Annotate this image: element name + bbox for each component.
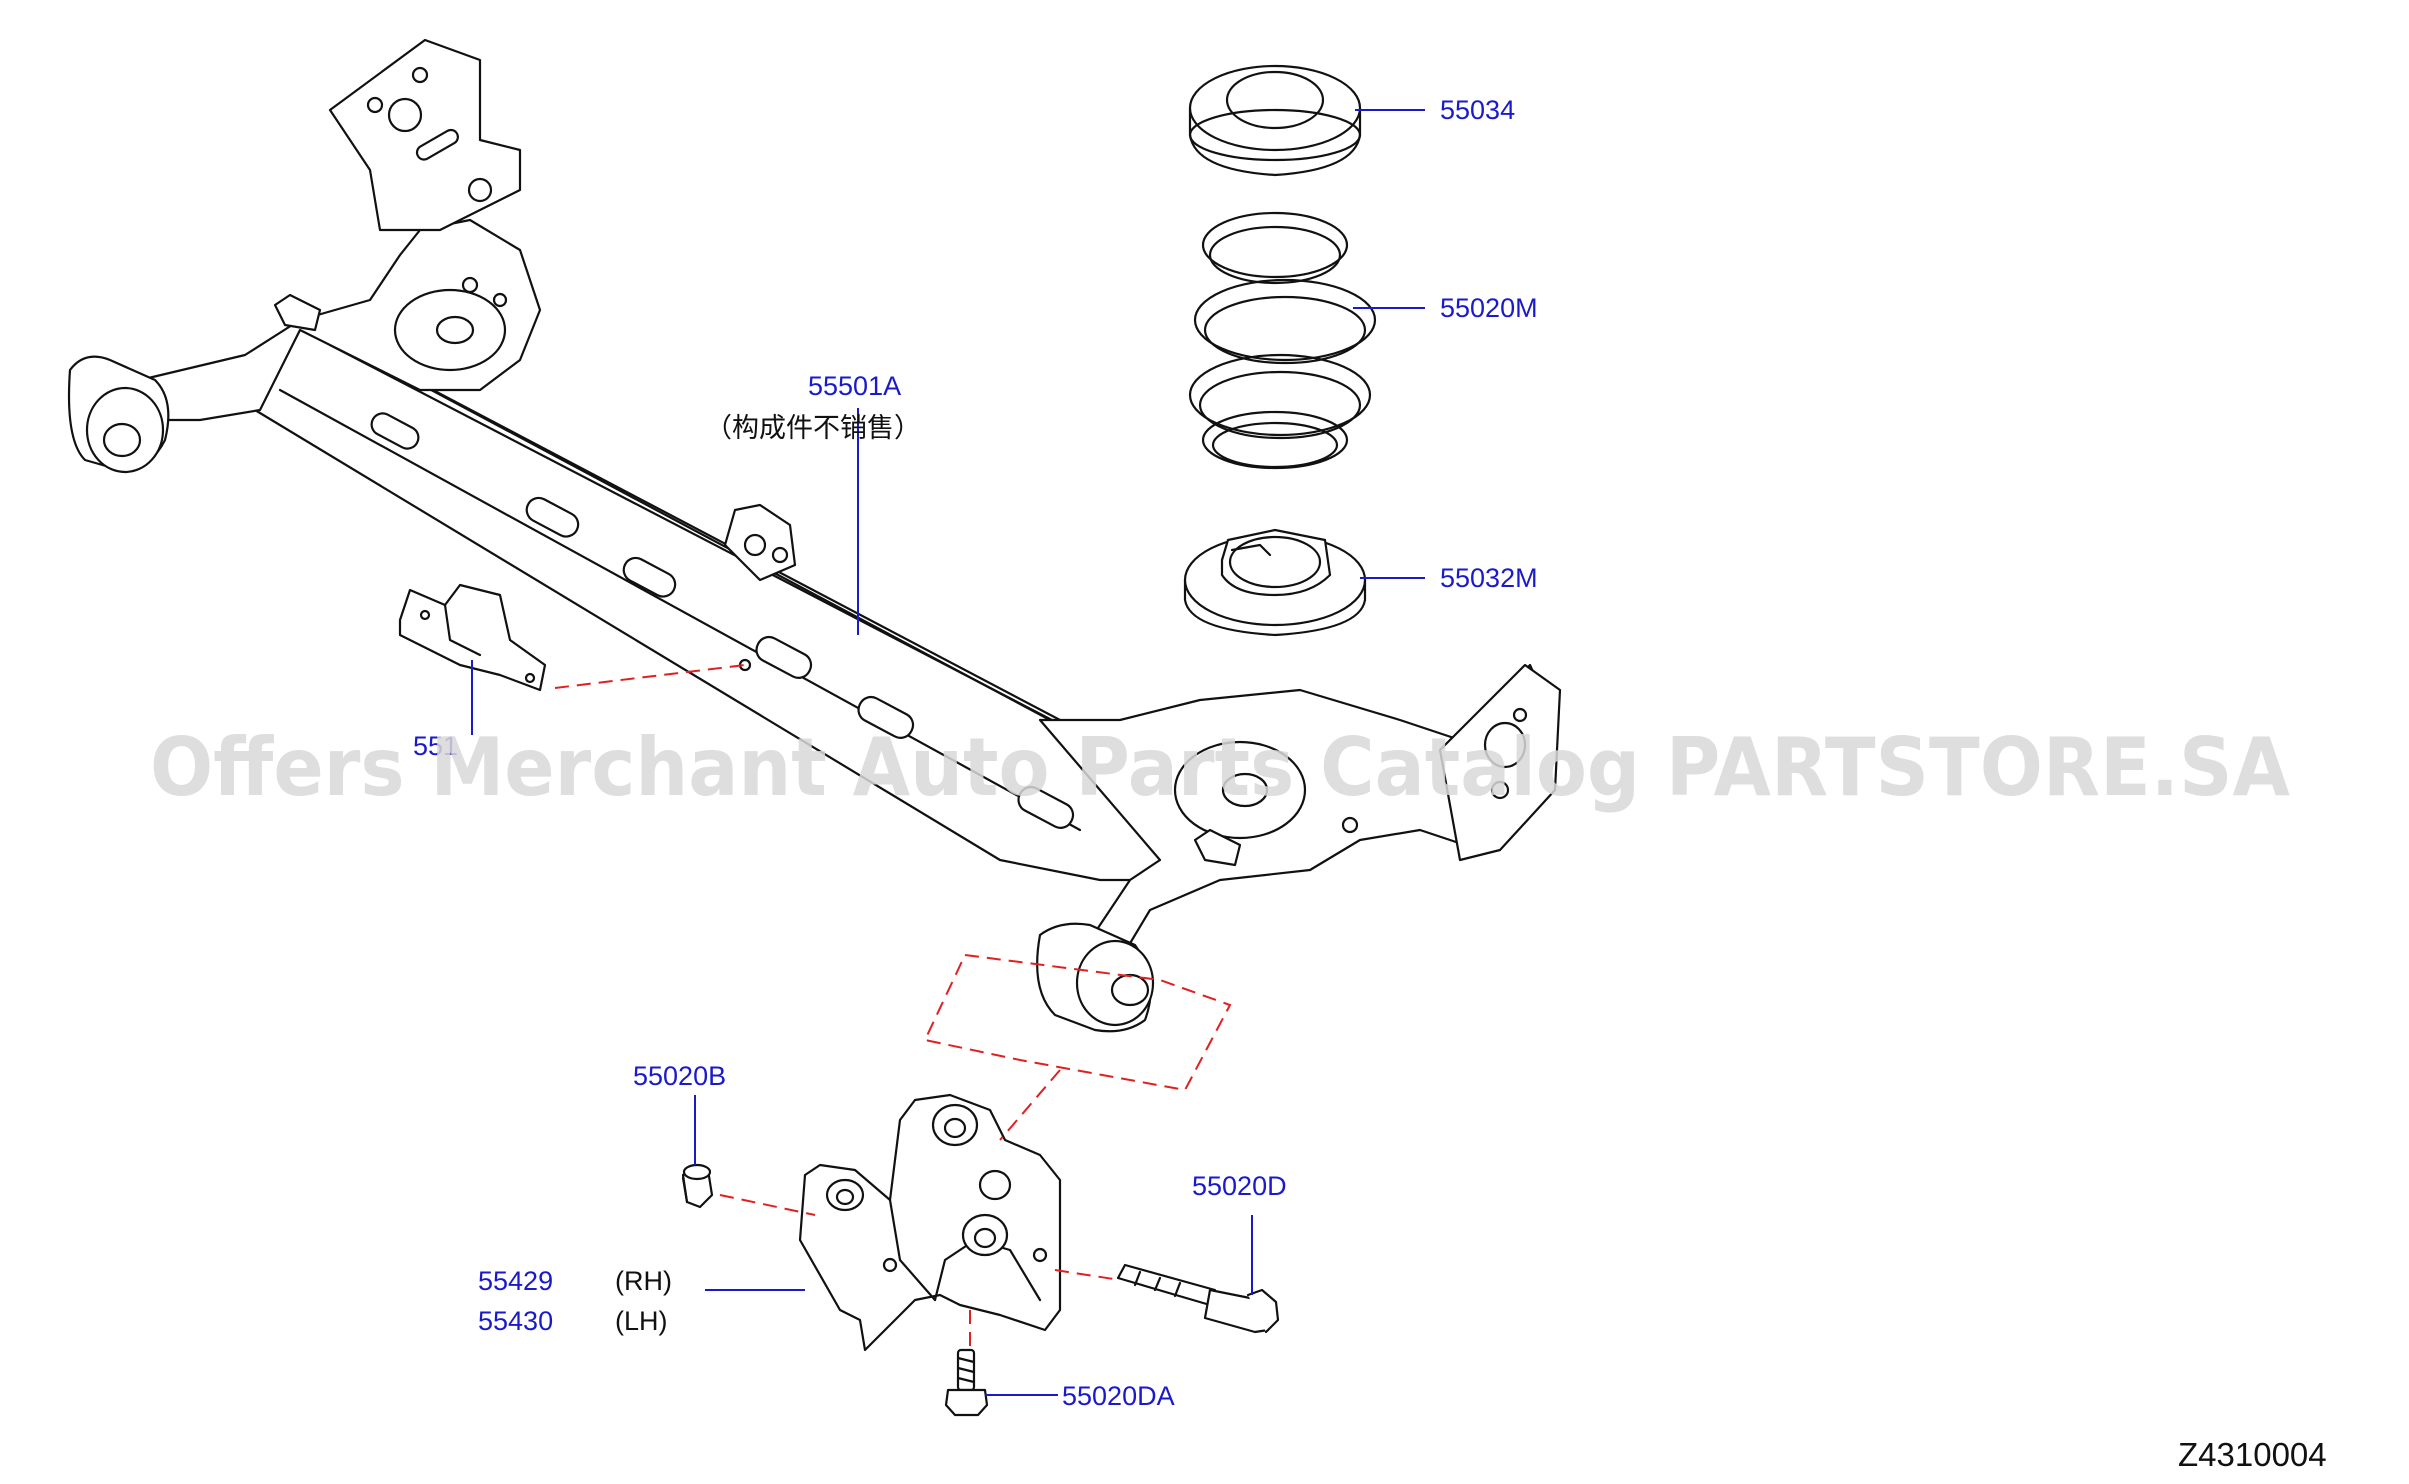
axle-beam-drawing: [67, 38, 1562, 1033]
leader-lines: [471, 109, 1425, 1396]
nut-drawing: [681, 1163, 714, 1209]
callout-screw: 55020DA: [1062, 1381, 1175, 1411]
callout-nut: 55020B: [633, 1061, 726, 1091]
callout-bracket-lh-side: (LH): [615, 1306, 668, 1336]
watermark-text: Offers Merchant Auto Parts Catalog PARTS…: [150, 721, 2290, 814]
callout-axle-beam: 55501A: [808, 371, 901, 401]
callout-coil-spring: 55020M: [1440, 293, 1538, 323]
mount-bracket-drawing: [798, 1093, 1062, 1352]
diagram-code: Z4310004: [2178, 1436, 2327, 1473]
small-bracket-drawing: [398, 583, 547, 692]
spring-seat-lower-drawing: [1183, 528, 1367, 637]
callout-axle-beam-note: （构成件不销售）: [705, 413, 921, 443]
callout-bracket-lh-part: 55430: [478, 1306, 553, 1336]
bolt-drawing: [1116, 1263, 1280, 1334]
callout-bracket-rh-part: 55429: [478, 1266, 553, 1296]
callout-small-bracket: 551: [413, 731, 458, 761]
callout-bolt: 55020D: [1192, 1171, 1287, 1201]
callout-spring-seat-lower: 55032M: [1440, 563, 1538, 593]
coil-spring-drawing: [1188, 211, 1377, 470]
callout-spring-seat-upper: 55034: [1440, 95, 1515, 125]
beam-slots: [370, 412, 1075, 829]
dashed-guides: [554, 664, 1232, 1350]
callout-bracket-rh-side: (RH): [615, 1266, 672, 1296]
spring-seat-upper-drawing: [1188, 64, 1362, 177]
screw-drawing: [944, 1348, 989, 1417]
